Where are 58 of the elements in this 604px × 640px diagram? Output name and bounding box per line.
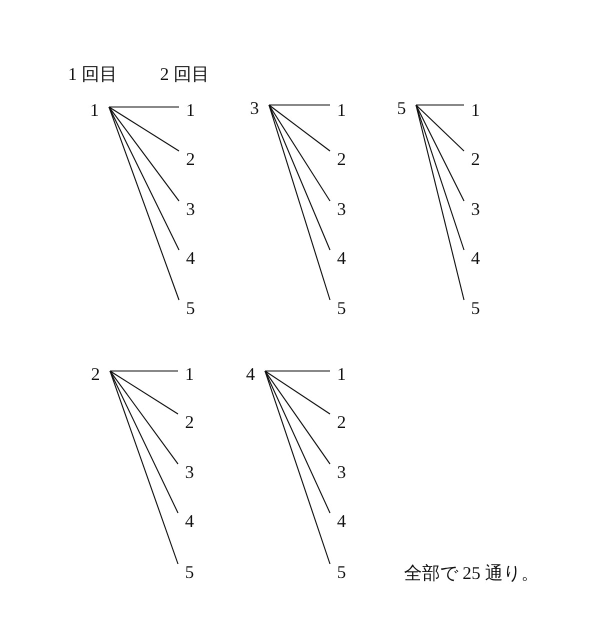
tree-leaf-number: 1 (330, 364, 346, 384)
tree-leaf-number: 1 (330, 100, 346, 120)
branch-line (108, 106, 180, 202)
branch-line (268, 104, 331, 300)
tree-leaf-number: 2 (330, 149, 346, 169)
branch-line (416, 104, 464, 202)
column-heading: 2 回目 (160, 63, 210, 85)
branch-line (108, 106, 180, 300)
tree-leaf-number: 3 (464, 199, 480, 219)
tree-leaf-number: 4 (330, 511, 346, 531)
tree-leaf-number: 4 (178, 511, 194, 531)
branch-line (109, 370, 179, 564)
tree-leaf-number: 5 (330, 562, 346, 582)
tree-root-number: 3 (250, 98, 269, 118)
branch-line (416, 104, 464, 152)
tree-leaf-number: 5 (464, 298, 480, 318)
branch-line (264, 370, 330, 514)
branch-line (268, 104, 330, 152)
branch-line (108, 106, 180, 250)
tree-leaf-number: 5 (330, 298, 346, 318)
branch-line (415, 104, 465, 300)
branch-line (264, 370, 330, 414)
column-heading: 1 回目 (68, 63, 118, 85)
branch-line (108, 106, 180, 152)
tree-leaf-number: 5 (178, 562, 194, 582)
branch-line (264, 370, 330, 464)
tree-leaf-number: 3 (179, 199, 195, 219)
tree-root-number: 1 (90, 100, 109, 120)
tree-leaf-number: 4 (464, 248, 480, 268)
tree-leaf-number: 3 (178, 462, 194, 482)
tree-leaf-number: 1 (464, 100, 480, 120)
branch-line (110, 370, 178, 514)
branch-line (415, 104, 465, 250)
tree-leaf-number: 4 (179, 248, 195, 268)
tree-leaf-number: 3 (330, 462, 346, 482)
tree-root-number: 4 (246, 364, 265, 384)
tree-leaf-number: 2 (179, 149, 195, 169)
branch-line (110, 370, 178, 414)
branch-line (416, 104, 464, 106)
branch-line (110, 370, 178, 372)
branch-line (268, 104, 330, 202)
tree-root-number: 5 (397, 98, 416, 118)
branch-line (264, 370, 331, 564)
tree-leaf-number: 3 (330, 199, 346, 219)
summary-note: 全部で 25 通り。 (404, 562, 539, 584)
branch-line (109, 106, 179, 108)
tree-root-number: 2 (91, 364, 110, 384)
branch-line (110, 370, 178, 464)
branch-line (265, 370, 330, 372)
tree-leaf-number: 1 (179, 100, 195, 120)
tree-leaf-number: 5 (179, 298, 195, 318)
branch-line (268, 104, 330, 250)
tree-leaf-number: 2 (330, 412, 346, 432)
tree-leaf-number: 4 (330, 248, 346, 268)
tree-leaf-number: 2 (464, 149, 480, 169)
branch-line (269, 104, 330, 106)
tree-leaf-number: 2 (178, 412, 194, 432)
tree-leaf-number: 1 (178, 364, 194, 384)
